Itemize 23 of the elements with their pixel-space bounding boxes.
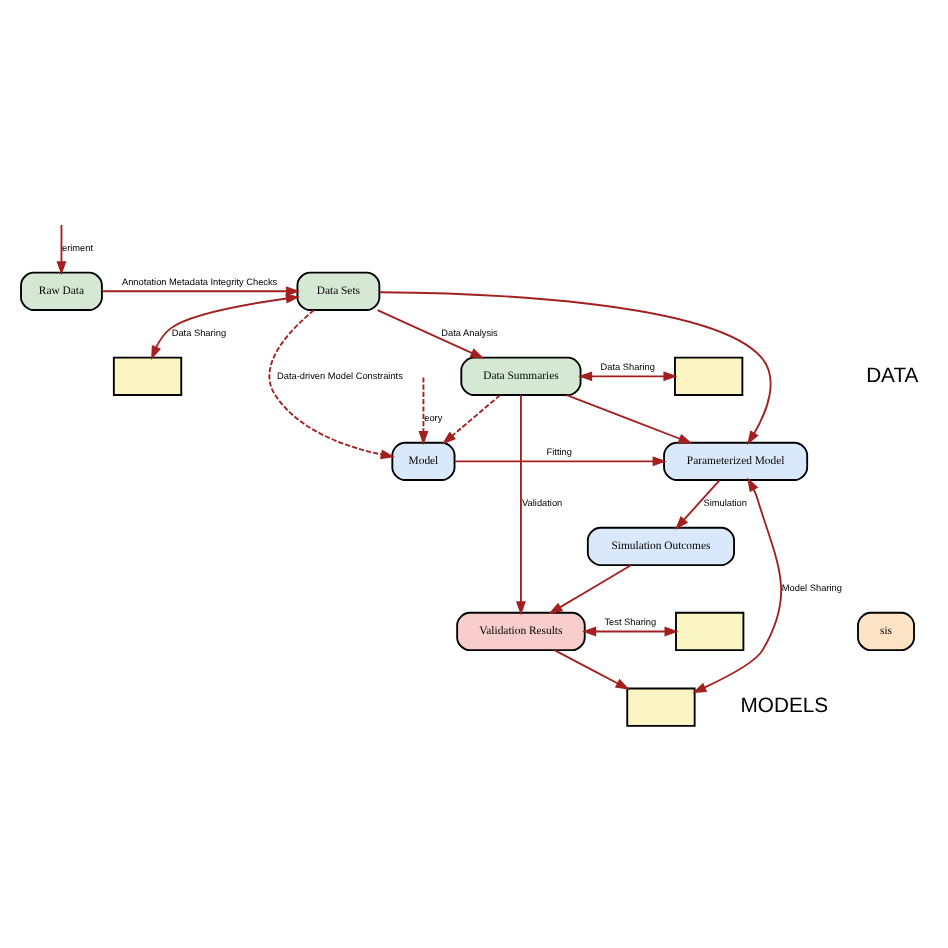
- label: MODELS: [740, 695, 829, 718]
- arrow: [582, 625, 679, 636]
- arrow: [674, 478, 721, 529]
- arrow: [151, 292, 300, 359]
- arrow: [56, 223, 67, 275]
- arrow: [548, 563, 632, 614]
- label: DATA: [866, 364, 919, 387]
- arrow: [453, 455, 667, 466]
- arrow: [442, 393, 501, 444]
- arrow: [578, 370, 678, 381]
- arrow: [268, 308, 395, 459]
- arrow: [553, 648, 630, 689]
- arrow: [692, 476, 783, 693]
- arrow: [378, 290, 772, 444]
- node-box: [112, 355, 183, 395]
- arrow: [418, 375, 429, 445]
- arrow: [376, 308, 485, 358]
- node-box: [626, 686, 696, 726]
- arrow: [565, 393, 693, 443]
- node-box: [675, 610, 745, 651]
- arrow: [516, 393, 526, 615]
- node-box: [674, 355, 744, 395]
- arrow: [101, 285, 301, 296]
